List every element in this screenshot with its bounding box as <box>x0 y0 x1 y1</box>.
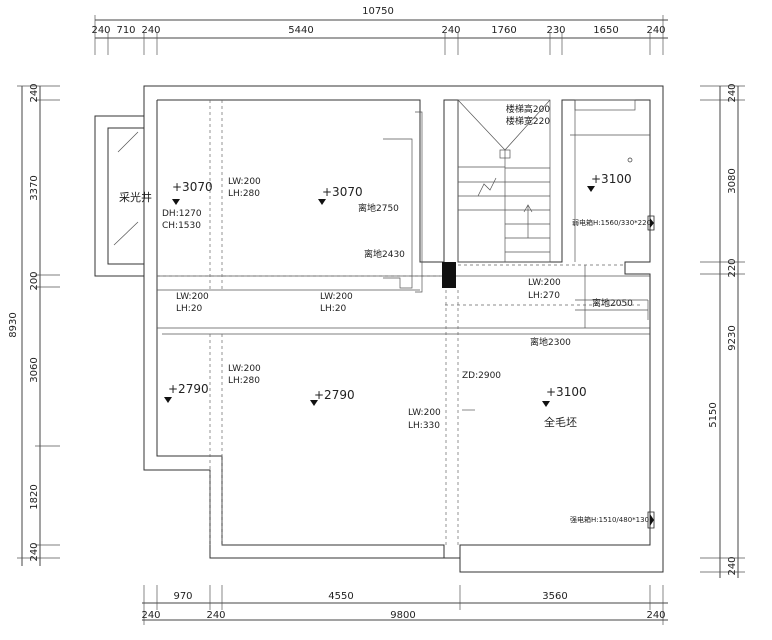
level-d: +2790 <box>168 382 209 396</box>
top-dim-4: 5440 <box>288 25 313 36</box>
staircase: 楼梯高200 楼梯宽220 <box>457 99 550 263</box>
stair-width-label: 楼梯宽220 <box>506 115 550 127</box>
height-2050: 离地2050 <box>592 297 633 309</box>
top-dimension-chain: 10750 240 710 240 5440 240 1760 230 1650… <box>91 6 668 55</box>
light-well-label: 采光井 <box>119 190 152 204</box>
top-dim-1: 240 <box>91 25 110 36</box>
opening-5-lw: LW:200 <box>228 364 261 374</box>
left-dim-4: 3060 <box>29 357 40 382</box>
weak-box-label: 弱电箱H:1560/330*220 <box>572 218 651 227</box>
level-b: +3070 <box>322 185 363 199</box>
right-dim-2: 3080 <box>727 168 738 193</box>
top-dim-5: 240 <box>441 25 460 36</box>
opening-6-lw: LW:200 <box>408 408 441 418</box>
opening-2-lh: LH:20 <box>176 304 203 314</box>
opening-6-lh: LH:330 <box>408 421 440 431</box>
opening-5-lh: LH:280 <box>228 376 260 386</box>
level-f-marker <box>542 401 550 407</box>
left-dim-5: 1820 <box>29 484 40 509</box>
bottom-dim-5: 3560 <box>542 591 567 602</box>
bottom-total-dim: 9800 <box>390 610 415 621</box>
left-dim-3: 200 <box>29 271 40 290</box>
height-2750: 离地2750 <box>358 202 399 214</box>
level-a: +3070 <box>172 180 213 194</box>
walls <box>94 85 664 573</box>
left-dim-6: 240 <box>29 542 40 561</box>
opening-4-lw: LW:200 <box>528 278 561 288</box>
level-f: +3100 <box>546 385 587 399</box>
right-dim-1: 240 <box>727 83 738 102</box>
left-dim-1: 240 <box>29 83 40 102</box>
level-a-marker <box>172 199 180 205</box>
bottom-dim-6: 240 <box>646 610 665 621</box>
drain-icon <box>627 157 633 163</box>
opening-3-lh: LH:20 <box>320 304 347 314</box>
opening-2-lw: LW:200 <box>176 292 209 302</box>
zd-label: ZD:2900 <box>462 371 501 381</box>
top-dim-9: 240 <box>646 25 665 36</box>
top-dim-7: 230 <box>546 25 565 36</box>
level-c-marker <box>587 186 595 192</box>
top-total-dim: 10750 <box>362 6 394 17</box>
bottom-dim-4: 4550 <box>328 591 353 602</box>
height-2300: 离地2300 <box>530 336 571 348</box>
right-dim-5: 240 <box>727 556 738 575</box>
stair-height-label: 楼梯高200 <box>506 103 550 115</box>
opening-1-lh: LH:280 <box>228 189 260 199</box>
strong-box-symbol <box>647 511 655 529</box>
height-2430: 离地2430 <box>364 248 405 260</box>
right-dimension-chain: 240 3080 220 5150 240 9230 <box>700 83 745 578</box>
level-e: +2790 <box>314 388 355 402</box>
top-dim-6: 1760 <box>491 25 516 36</box>
top-dim-2: 710 <box>116 25 135 36</box>
top-dim-3: 240 <box>141 25 160 36</box>
height-notes: 离地2750 离地2430 离地2050 离地2300 ZD:2900 弱电箱H… <box>358 157 655 529</box>
left-dimension-chain: 8930 240 3370 200 3060 1820 240 <box>8 83 60 566</box>
opening-1-lw: LW:200 <box>228 177 261 187</box>
right-dim-3: 220 <box>727 258 738 277</box>
top-dim-8: 1650 <box>593 25 618 36</box>
right-dim-4: 5150 <box>708 402 719 427</box>
opening-3-lw: LW:200 <box>320 292 353 302</box>
bottom-dim-2: 970 <box>173 591 192 602</box>
bottom-dim-1: 240 <box>141 610 160 621</box>
finish-label: 全毛坯 <box>544 415 577 429</box>
left-dim-2: 3370 <box>29 175 40 200</box>
level-b-marker <box>318 199 326 205</box>
opening-4-lh: LH:270 <box>528 291 560 301</box>
weak-box-symbol <box>647 215 655 231</box>
room-labels: 采光井 全毛坯 <box>119 190 577 429</box>
level-markers: +3070 +3070 +3100 +2790 +2790 +3100 <box>164 172 632 407</box>
bottom-dim-3: 240 <box>206 610 225 621</box>
level-c: +3100 <box>591 172 632 186</box>
opening-annotations: DH:1270 CH:1530 LW:200 LH:280 LW:200 LH:… <box>162 177 561 431</box>
ch-label: CH:1530 <box>162 221 201 231</box>
dh-label: DH:1270 <box>162 209 202 219</box>
level-d-marker <box>164 397 172 403</box>
level-e-marker <box>310 400 318 406</box>
strong-box-label: 强电箱H:1510/480*130 <box>570 515 649 524</box>
left-total-dim: 8930 <box>8 312 19 337</box>
right-total-dim: 9230 <box>727 325 738 350</box>
bottom-dimension-chain: 240 970 240 4550 3560 240 9800 <box>141 585 668 625</box>
structural-column <box>442 262 456 288</box>
